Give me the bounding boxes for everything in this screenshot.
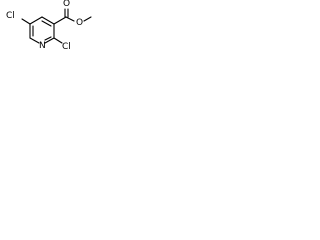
chlorine-5-label: Cl xyxy=(6,11,15,21)
bond-c5-cl xyxy=(21,18,31,25)
chemical-structure: Cl N Cl O O xyxy=(6,0,92,52)
bond-c3-c4 xyxy=(41,16,55,25)
substituent-bonds xyxy=(21,8,92,44)
nitrogen-label: N xyxy=(39,41,46,51)
carbonyl-oxygen-label: O xyxy=(63,0,70,9)
chlorine-2-label: Cl xyxy=(62,42,71,52)
bond-ester-o-methyl xyxy=(83,16,92,22)
bond-c6-n1 xyxy=(29,37,40,44)
bond-c3-carbonyl xyxy=(53,16,67,25)
ester-oxygen-label: O xyxy=(76,18,83,28)
bond-c4-c5 xyxy=(29,16,43,25)
bond-n1-c2 xyxy=(44,37,55,44)
atom-labels: Cl N Cl O O xyxy=(6,0,83,52)
bond-c3-c4-inner xyxy=(41,20,52,27)
pyridine-ring xyxy=(29,16,55,44)
bond-n1-c2-inner xyxy=(44,36,52,41)
bond-c2-cl xyxy=(53,37,63,44)
bond-carbonyl-ester-o xyxy=(65,16,75,22)
